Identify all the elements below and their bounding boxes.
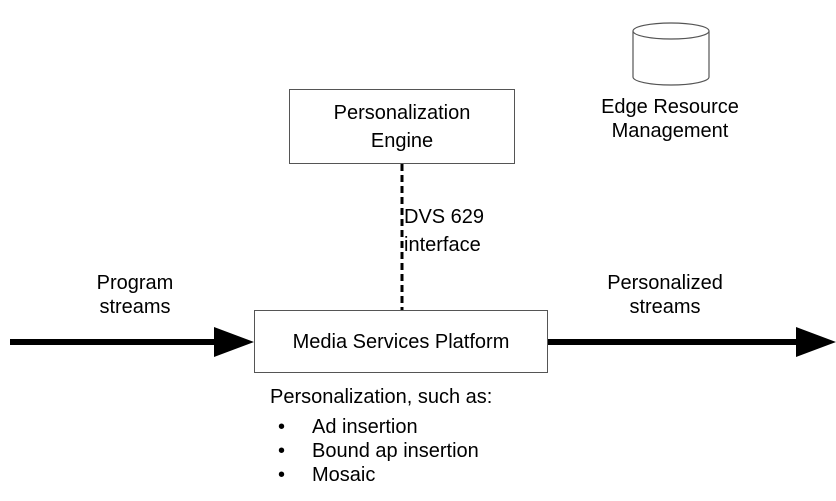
program-streams-line1: Program bbox=[96, 272, 174, 294]
list-item: • Bound ap insertion bbox=[272, 439, 479, 463]
output-arrow bbox=[548, 327, 836, 357]
bullet-icon: • bbox=[278, 416, 286, 438]
personalized-streams-line2: streams bbox=[629, 296, 701, 318]
edge-resource-line1: Edge Resource bbox=[601, 96, 739, 118]
input-arrow bbox=[10, 327, 254, 357]
personalization-heading: Personalization, such as: bbox=[270, 386, 493, 408]
personalization-engine-box: Personalization Engine bbox=[289, 89, 515, 164]
interface-line1: DVS 629 bbox=[404, 206, 485, 228]
program-streams-label: Program streams bbox=[60, 271, 210, 319]
list-item: • Ad insertion bbox=[272, 415, 479, 439]
list-item-label: Ad insertion bbox=[312, 416, 418, 438]
edge-resource-line2: Management bbox=[611, 120, 729, 142]
personalization-engine-line2: Engine bbox=[370, 129, 434, 152]
list-item-label: Mosaic bbox=[312, 464, 376, 486]
database-cylinder-icon bbox=[632, 22, 710, 86]
personalized-streams-line1: Personalized bbox=[607, 272, 723, 294]
bullet-icon: • bbox=[278, 464, 286, 486]
personalized-streams-label: Personalized streams bbox=[590, 271, 740, 319]
list-item-label: Bound ap insertion bbox=[312, 440, 479, 462]
interface-line2: interface bbox=[404, 234, 481, 256]
edge-resource-label: Edge Resource Management bbox=[570, 95, 770, 143]
personalization-feature-list: • Ad insertion • Bound ap insertion • Mo… bbox=[272, 415, 479, 487]
media-services-platform-box: Media Services Platform bbox=[254, 310, 548, 373]
personalization-engine-line1: Personalization bbox=[333, 101, 471, 124]
bullet-icon: • bbox=[278, 440, 286, 462]
media-services-platform-label: Media Services Platform bbox=[292, 330, 510, 353]
list-item: • Mosaic bbox=[272, 463, 479, 487]
program-streams-line2: streams bbox=[99, 296, 171, 318]
interface-label: DVS 629 interface bbox=[404, 203, 484, 259]
